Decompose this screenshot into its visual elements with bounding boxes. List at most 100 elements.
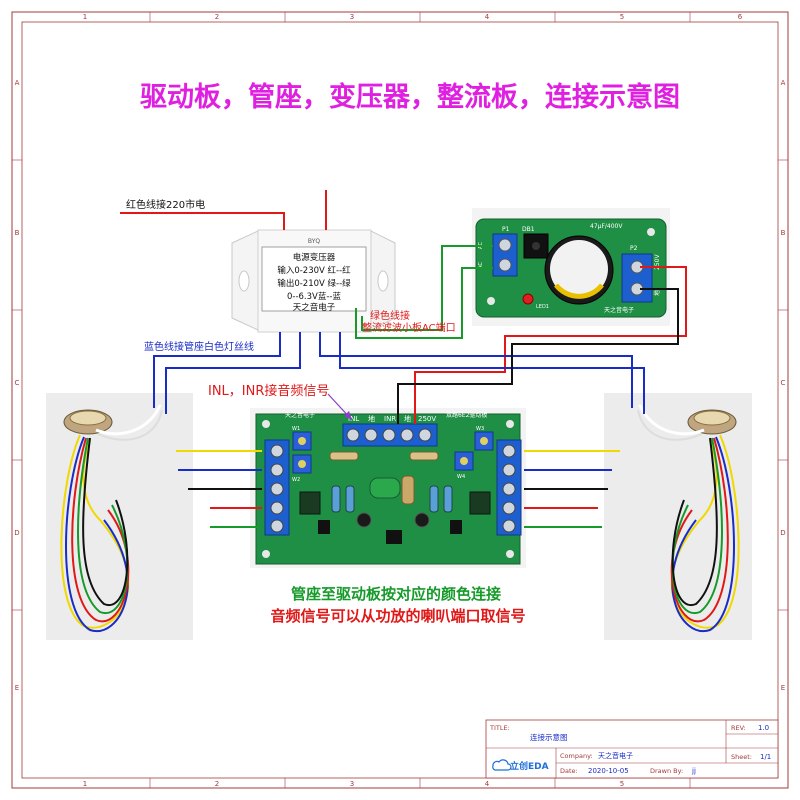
transformer: BYQ 电源变压器 输入0-230V 红--红 输出0-210V 绿--绿 0-… [231, 229, 396, 333]
terminal-screw [270, 482, 284, 496]
electrolytic-cap [356, 512, 372, 528]
page-title: 驱动板，管座，变压器，整流板，连接示意图 [140, 81, 680, 113]
p2-label: P2 [630, 245, 638, 252]
title-block: TITLE: 连接示意图 REV: 1.0 Sheet: 1/1 立创EDA C… [485, 719, 779, 779]
transformer-label [261, 246, 367, 312]
terminal-screw [382, 428, 396, 442]
row-label: B [781, 229, 786, 237]
wire-mains-red [120, 212, 285, 230]
row-label: D [780, 529, 785, 537]
mount-hole [506, 420, 514, 428]
capacitor-small [386, 530, 402, 544]
socket-loop-yellow [670, 434, 740, 629]
row-label: E [781, 684, 785, 692]
socket-photo-left [46, 393, 193, 640]
wires-blue [153, 332, 645, 471]
capacitor-small [318, 520, 330, 534]
resistor [409, 451, 439, 461]
transformer-line: 0--6.3V蓝--蓝 [287, 291, 342, 302]
socket-wire-white [637, 409, 703, 441]
terminal-screw [502, 482, 516, 496]
row-label: C [15, 379, 20, 387]
col-label: 1 [83, 13, 87, 21]
terminal-screw [502, 501, 516, 515]
col-label: 2 [215, 780, 219, 788]
terminal-screw [270, 444, 284, 458]
sheet-label: Sheet: [731, 753, 752, 761]
wire-heater-blue [153, 332, 281, 408]
resistor [345, 485, 355, 513]
col-label: 6 [738, 13, 743, 21]
title-value: 连接示意图 [530, 732, 568, 742]
capacitor-label: 47μF/400V [590, 223, 623, 230]
terminal-screw [418, 428, 432, 442]
drawn-label: Drawn By: [650, 767, 683, 775]
mount-hole [262, 550, 270, 558]
col-label: 4 [485, 780, 490, 788]
socket-loop-black [671, 437, 718, 607]
led-label: LED1 [536, 304, 549, 310]
transformer-line: 电源变压器 [293, 252, 336, 263]
row-label: A [15, 79, 20, 87]
resistor [443, 485, 453, 513]
driver-model: 双路6E2驱动板 [446, 411, 487, 419]
capacitor-small [450, 520, 462, 534]
resistor [329, 451, 359, 461]
row-label: E [15, 684, 19, 692]
date-label: Date: [560, 767, 578, 775]
terminal-screw [502, 463, 516, 477]
electrolytic-cap [414, 512, 430, 528]
sheet-value: 1/1 [760, 753, 771, 761]
trimmer-label: W1 [292, 426, 300, 432]
trimmer-label: W3 [476, 426, 484, 432]
mount-hole [647, 228, 655, 236]
terminal-label: 250V [418, 415, 436, 423]
p1-label: P1 [502, 226, 510, 233]
callout-arrow-head [344, 411, 352, 420]
transformer-line: 天之音电子 [293, 302, 336, 313]
label-audio-signal: 音频信号可以从功放的喇叭端口取信号 [270, 607, 525, 625]
row-label: C [781, 379, 786, 387]
terminal-screw [346, 428, 360, 442]
trimmer-knob [480, 437, 488, 445]
frame-row-labels: A B C D E A B C D E [14, 79, 785, 692]
terminal-label: INR [384, 415, 396, 423]
capacitor-stripe [554, 283, 604, 299]
frame-inner [21, 21, 779, 779]
socket-ring [69, 410, 107, 426]
bridge-label: DB1 [522, 226, 535, 233]
wires-green [210, 245, 602, 528]
terminal-screw [498, 258, 512, 272]
wire-hv-red [414, 266, 687, 424]
power-resistor [369, 477, 401, 499]
col-label: 5 [620, 13, 624, 21]
driver-brand: 天之音电子 [285, 411, 315, 419]
terminal-screw [270, 463, 284, 477]
wires-black [188, 288, 679, 490]
frame-ticks [12, 12, 788, 788]
row-label: D [14, 529, 19, 537]
terminal-screw [498, 238, 512, 252]
eda-logo: 立创EDA [510, 760, 549, 772]
terminal-screw [400, 428, 414, 442]
title-label: TITLE: [489, 724, 510, 732]
label-color-match: 管座至驱动板按对应的颜色连接 [291, 585, 501, 603]
cloud-icon [492, 759, 512, 771]
frame-col-labels: 1 2 3 4 5 6 1 2 3 4 5 [83, 13, 743, 788]
socket-ring [693, 410, 731, 426]
rectifier-brand: 天之音电子 [604, 306, 634, 314]
wires-red [120, 190, 687, 509]
terminal-label: 地 [404, 414, 411, 423]
rev-value: 1.0 [758, 724, 769, 732]
trimmer-knob [460, 457, 468, 465]
trimmer-label: W4 [457, 474, 465, 480]
col-label: 2 [215, 13, 219, 21]
col-label: 4 [485, 13, 490, 21]
terminal-screw [270, 501, 284, 515]
tube-socket [469, 491, 491, 515]
socket-loop-yellow [60, 434, 130, 629]
p2-voltage-label: 250V [654, 254, 661, 270]
driver-board: 天之音电子 双路6E2驱动板 INL 地 INR 地 250V [250, 408, 526, 568]
terminal-label: INL [348, 415, 359, 423]
